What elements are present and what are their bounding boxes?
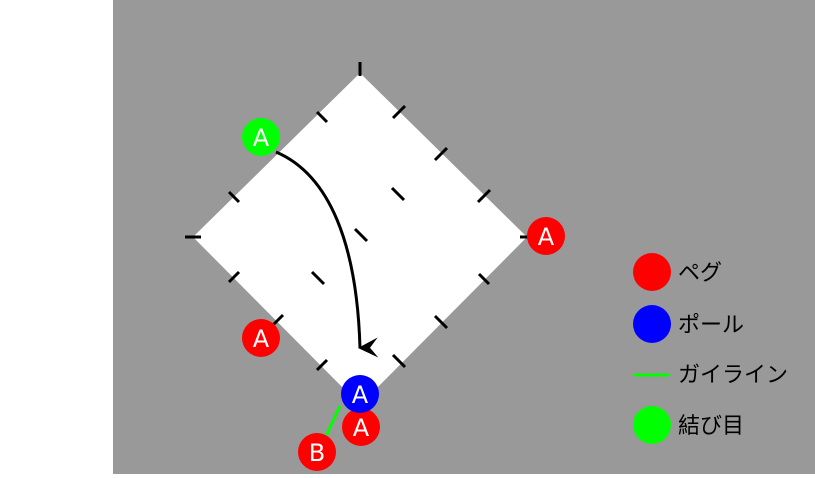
legend-label-guideline: ガイライン [678,363,788,388]
tick-mark [391,353,407,369]
tick-mark [353,227,369,243]
connection-arrow [275,150,379,358]
tick-mark [310,270,326,286]
marker-label: A [352,381,369,409]
guideline-segment [323,405,342,439]
tick-mark [315,110,329,124]
fold-marks [185,62,536,372]
legend-item-guideline: ガイライン [634,363,788,388]
tick-mark [476,188,492,204]
tick-mark [433,314,449,330]
tick-mark [315,358,329,372]
knot-marker-top-left: A [242,118,280,156]
tick-mark [227,190,241,204]
tick-mark [227,270,241,284]
marker-label: A [353,414,370,442]
legend-label-peg: ペグ [678,261,722,286]
tick-mark [271,313,285,327]
tick-mark [390,186,406,202]
tick-mark [477,272,491,286]
pole-marker-bottom: A [341,375,379,413]
knot-swatch-icon [633,406,671,444]
legend: ペグ ポール ガイライン 結び目 [633,253,788,444]
tick-mark [433,146,449,162]
marker-label: A [253,325,270,353]
peg-marker-left: A [242,319,280,357]
marker-label: A [538,223,555,251]
peg-swatch-icon [633,253,671,291]
marker-label: A [253,124,270,152]
peg-marker-right: A [527,217,565,255]
legend-item-peg: ペグ [633,253,722,291]
legend-label-knot: 結び目 [678,414,744,439]
tent-sheet [193,73,527,405]
tick-mark [391,104,407,120]
legend-label-pole: ポール [678,313,744,338]
marker-label: B [309,439,325,467]
legend-item-knot: 結び目 [633,406,744,444]
peg-marker-b: B [298,433,336,471]
legend-item-pole: ポール [633,305,744,343]
pole-swatch-icon [633,305,671,343]
peg-marker-bottom: A [342,408,380,446]
